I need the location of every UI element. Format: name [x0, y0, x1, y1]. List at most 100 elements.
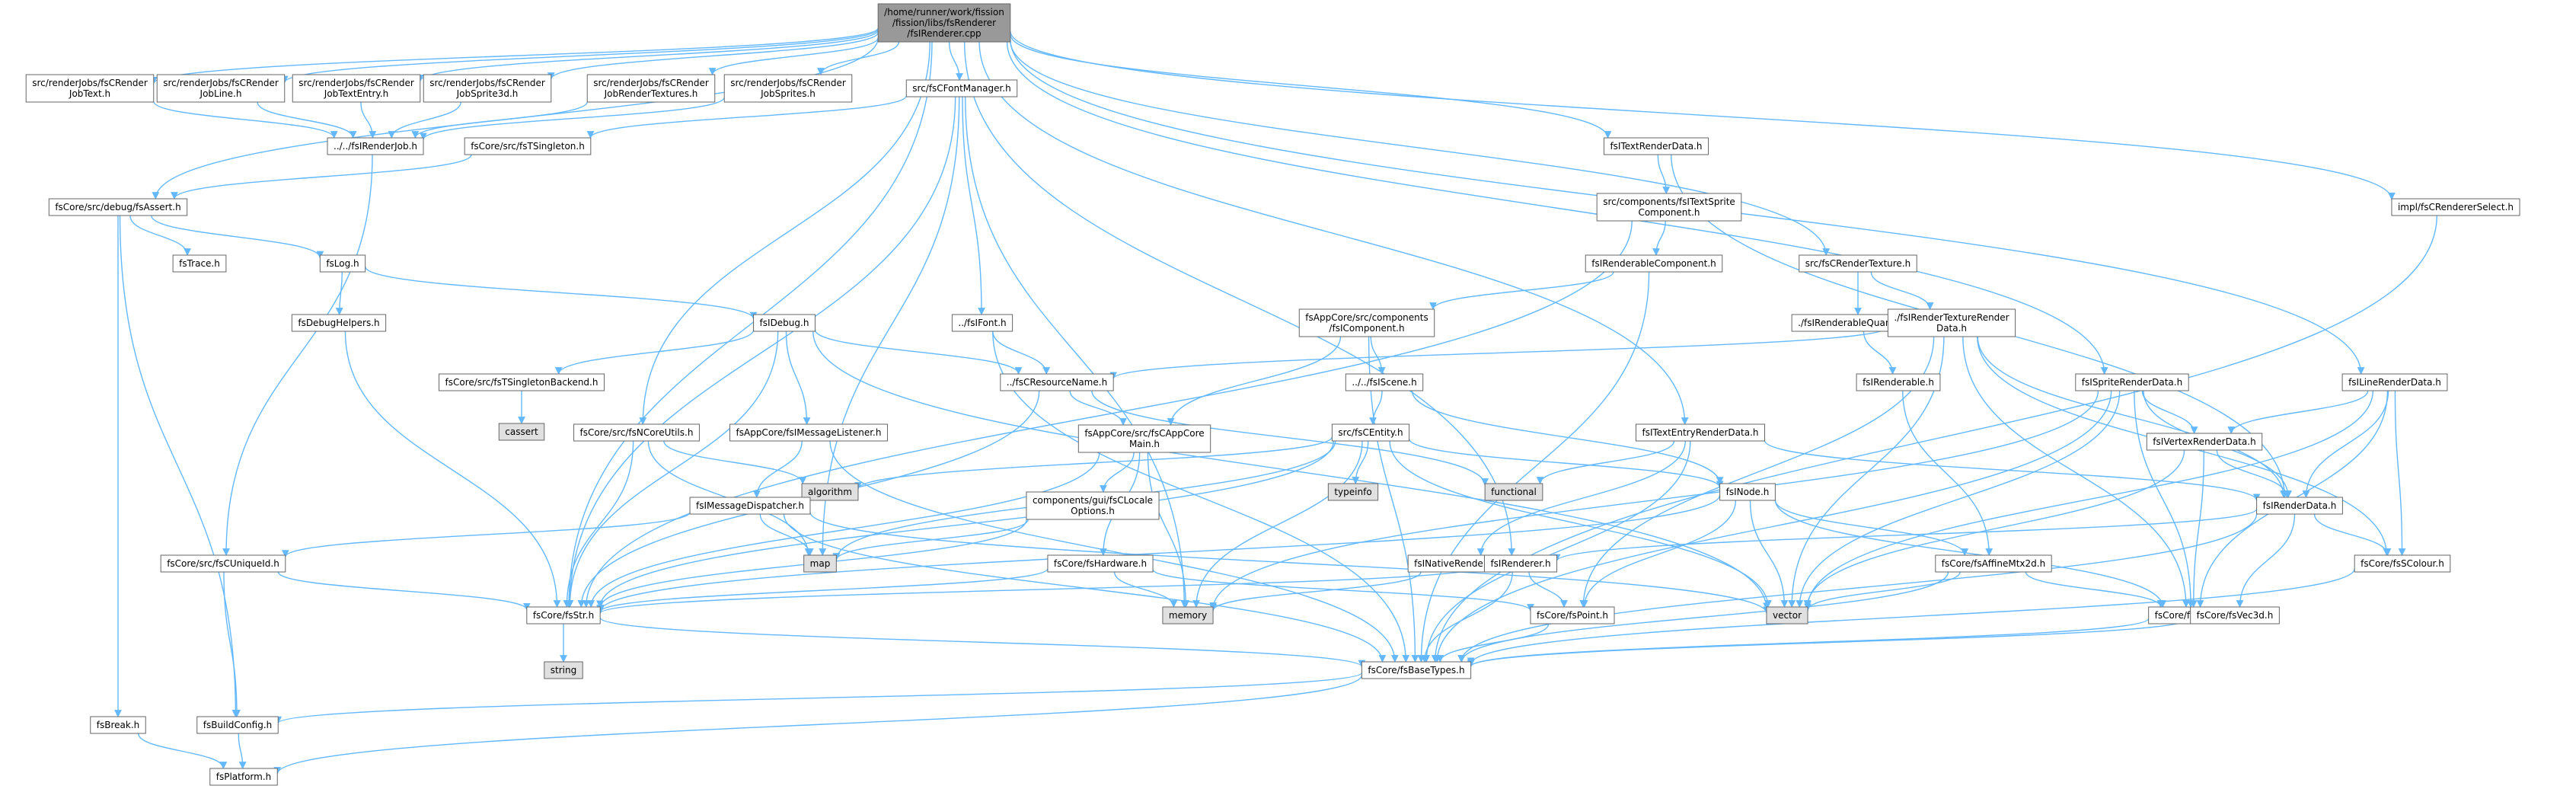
node-box: [1530, 606, 1615, 624]
edge-rendertexturerenderdata-to-vec2d: [1962, 336, 2190, 608]
node-rendererselect[interactable]: impl/fsCRendererSelect.h: [2391, 198, 2520, 216]
node-trace[interactable]: fsTrace.h: [172, 254, 227, 273]
node-affinemtx2d[interactable]: fsCore/fsAffineMtx2d.h: [1935, 554, 2052, 573]
node-point[interactable]: fsCore/fsPoint.h: [1530, 606, 1615, 624]
node-ifont[interactable]: ../fsIFont.h: [951, 314, 1013, 332]
node-idebug[interactable]: fsIDebug.h: [753, 314, 816, 332]
node-label: fsPlatform.h: [216, 771, 272, 782]
edge-root-to-fontmanager: [948, 41, 963, 81]
node-linerenderdata[interactable]: fsILineRenderData.h: [2341, 373, 2448, 391]
node-crendertexture[interactable]: src/fsCRenderTexture.h: [1799, 254, 1917, 273]
edge-assert-to-log: [151, 215, 324, 259]
node-label: src/renderJobs/fsCRender: [163, 78, 279, 88]
edge-irenderablecomponent-to-basetypes: [1417, 271, 1650, 663]
node-box: [464, 137, 592, 155]
node-icomponent[interactable]: fsAppCore/src/components/fsIComponent.h: [1298, 308, 1435, 337]
edge-centity-to-memory: [1192, 440, 1363, 608]
node-box: [1766, 606, 1808, 624]
node-label: fsBuildConfig.h: [203, 720, 273, 730]
node-label: Data.h: [1936, 323, 1967, 334]
node-typeinfo: typeinfo: [1327, 483, 1379, 501]
edge-textspritecomponent-to-irenderablecomponent: [1652, 220, 1666, 256]
node-platform[interactable]: fsPlatform.h: [209, 768, 278, 786]
node-box: [48, 198, 188, 216]
node-irenderjob[interactable]: ../../fsIRenderJob.h: [327, 137, 424, 155]
node-box: [801, 483, 859, 501]
node-renderdata[interactable]: fsIRenderData.h: [2256, 497, 2343, 515]
edge-spriterenderdata-to-vector: [1796, 390, 2121, 608]
node-assert[interactable]: fsCore/src/debug/fsAssert.h: [48, 198, 188, 216]
node-centity[interactable]: src/fsCEntity.h: [1331, 423, 1410, 442]
node-tsingletonbackend[interactable]: fsCore/src/fsTSingletonBackend.h: [439, 373, 605, 391]
edge-root-to-jobline: [281, 28, 879, 84]
node-ncoreutils[interactable]: fsCore/src/fsNCoreUtils.h: [573, 423, 700, 442]
node-box: [172, 254, 227, 273]
node-box: [319, 254, 366, 273]
edge-vec2d-to-basetypes: [1467, 618, 2150, 667]
node-box: [423, 74, 552, 103]
node-textentryrenderdata[interactable]: fsITextEntryRenderData.h: [1635, 423, 1766, 442]
node-label: JobSprites.h: [760, 88, 816, 99]
edge-renderdata-to-basetypes: [1457, 513, 2258, 663]
node-scolour[interactable]: fsCore/fsSColour.h: [2354, 554, 2451, 573]
edge-imessagelistener-to-basetypes: [829, 440, 1399, 663]
node-box: [877, 3, 1011, 43]
node-root[interactable]: /home/runner/work/fission/fission/libs/f…: [877, 3, 1011, 43]
node-fontmanager[interactable]: src/fsCFontManager.h: [905, 79, 1018, 97]
node-renderable[interactable]: fsIRenderable.h: [1856, 373, 1941, 391]
node-vec3d[interactable]: fsCore/fsVec3d.h: [2190, 606, 2280, 624]
node-box: [160, 554, 286, 573]
node-label: fsCore/fsAffineMtx2d.h: [1942, 558, 2045, 569]
node-itextrenderdata[interactable]: fsITextRenderData.h: [1603, 137, 1709, 155]
edge-irenderer-to-basetypes: [1420, 571, 1513, 663]
node-vertexrenderdata[interactable]: fsIVertexRenderData.h: [2146, 433, 2263, 451]
edge-crendertexture-to-rendertexturerenderdata: [1870, 271, 1934, 310]
node-hardware[interactable]: fsCore/fsHardware.h: [1047, 554, 1154, 573]
edge-ncoreutils-to-str: [563, 440, 634, 608]
node-spriterenderdata[interactable]: fsISpriteRenderData.h: [2075, 373, 2189, 391]
node-imessagelistener[interactable]: fsAppCore/fsIMessageListener.h: [729, 423, 888, 442]
node-label: ../fsIFont.h: [958, 318, 1006, 328]
node-tsingleton[interactable]: fsCore/src/fsTSingleton.h: [464, 137, 592, 155]
node-cuniqueid[interactable]: fsCore/src/fsCUniqueId.h: [160, 554, 286, 573]
edge-fontmanager-to-map: [819, 96, 960, 556]
edge-vertexrenderdata-to-renderdata: [2216, 449, 2291, 498]
node-break[interactable]: fsBreak.h: [90, 716, 146, 734]
node-resourcename[interactable]: ../fsCResourceName.h: [1000, 373, 1114, 391]
node-irenderablecomponent[interactable]: fsIRenderableComponent.h: [1585, 254, 1723, 273]
node-label: fsCore/fsSColour.h: [2361, 558, 2444, 569]
node-log[interactable]: fsLog.h: [319, 254, 366, 273]
node-irenderer[interactable]: fsIRenderer.h: [1483, 554, 1558, 573]
node-box: [196, 716, 279, 734]
node-jobrendertextures[interactable]: src/renderJobs/fsCRenderJobRenderTexture…: [586, 74, 716, 103]
node-str[interactable]: fsCore/fsStr.h: [526, 606, 601, 624]
node-iscene[interactable]: ../../fsIScene.h: [1345, 373, 1424, 391]
edge-irenderablecomponent-to-icomponent: [1429, 271, 1614, 310]
node-box: [2075, 373, 2189, 391]
node-messagedispatcher[interactable]: fsIMessageDispatcher.h: [689, 497, 811, 515]
edge-basetypes-to-platform: [273, 675, 1363, 775]
edge-cappcoremain-to-clocaleoptions: [1100, 452, 1135, 493]
node-inode[interactable]: fsINode.h: [1719, 483, 1776, 501]
edge-ifont-to-basetypes: [992, 331, 1410, 663]
node-box: [90, 716, 146, 734]
node-box: [951, 314, 1013, 332]
node-box: [25, 74, 155, 103]
edge-cuniqueid-to-buildconfig: [223, 571, 241, 717]
node-buildconfig[interactable]: fsBuildConfig.h: [196, 716, 279, 734]
node-debughelpers[interactable]: fsDebugHelpers.h: [291, 314, 387, 332]
node-basetypes[interactable]: fsCore/fsBaseTypes.h: [1361, 661, 1472, 679]
node-box: [1603, 137, 1709, 155]
node-memory: memory: [1162, 606, 1214, 624]
edge-rendererselect-to-basetypes: [1431, 215, 2437, 663]
